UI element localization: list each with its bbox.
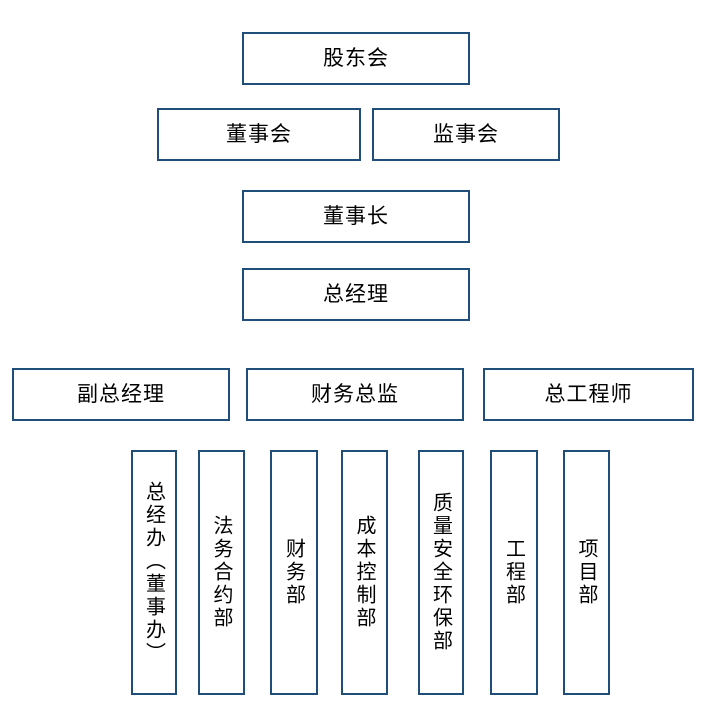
org-node-level-3-1[interactable]: 董事长 <box>242 190 470 243</box>
org-node-label: 财务部 <box>282 538 307 607</box>
org-node-level-2-1[interactable]: 董事会 <box>157 108 361 161</box>
org-node-level-5-3[interactable]: 总工程师 <box>483 368 694 421</box>
org-node-level-1-1[interactable]: 股东会 <box>242 32 470 85</box>
org-node-level-5-2[interactable]: 财务总监 <box>246 368 464 421</box>
org-node-level-5-1[interactable]: 副总经理 <box>12 368 230 421</box>
org-node-level-6-4[interactable]: 成本控制部 <box>341 450 388 695</box>
org-node-label: 成本控制部 <box>353 515 377 630</box>
org-node-level-6-3[interactable]: 财务部 <box>270 450 318 695</box>
org-node-level-6-5[interactable]: 质量安全环保部 <box>418 450 464 695</box>
org-node-level-2-2[interactable]: 监事会 <box>372 108 560 161</box>
org-node-level-6-1[interactable]: 总经办（董事办） <box>131 450 177 695</box>
org-node-level-6-2[interactable]: 法务合约部 <box>198 450 245 695</box>
org-node-label: 质量安全环保部 <box>429 492 454 653</box>
org-node-level-6-7[interactable]: 项目部 <box>563 450 610 695</box>
org-node-label: 总经办（董事办） <box>142 480 167 665</box>
org-node-level-4-1[interactable]: 总经理 <box>242 268 470 321</box>
org-node-label: 项目部 <box>575 538 599 607</box>
org-node-label: 法务合约部 <box>210 515 234 630</box>
org-node-level-6-6[interactable]: 工程部 <box>490 450 538 695</box>
org-node-label: 工程部 <box>502 538 527 607</box>
